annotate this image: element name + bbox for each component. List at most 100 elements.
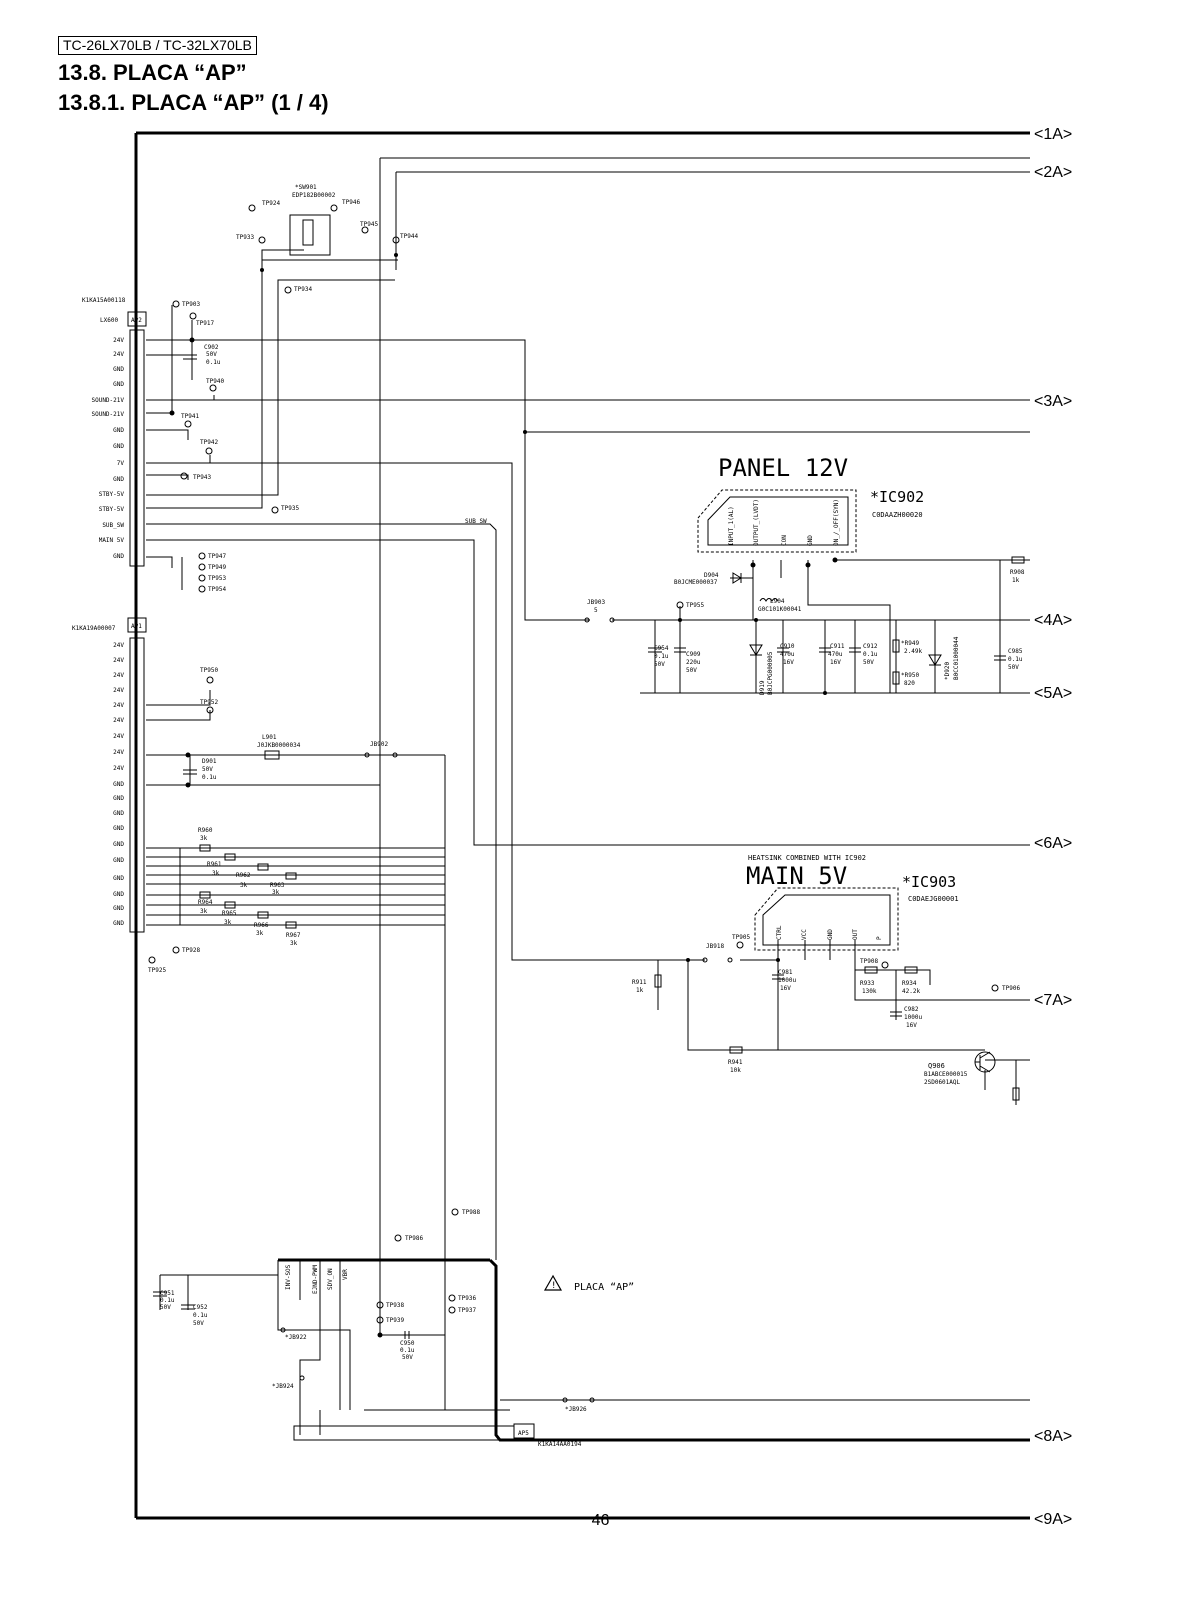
sw901-body — [289, 214, 331, 256]
svg-text:7V: 7V — [117, 460, 125, 467]
r961-value: 3k — [212, 870, 220, 877]
ic903-title: MAIN 5V — [746, 862, 847, 890]
bus-8a-line — [488, 1258, 1030, 1442]
svg-text:VBR: VBR — [342, 1269, 349, 1280]
c982-voltage: 16V — [906, 1022, 917, 1029]
svg-text:GND: GND — [113, 905, 124, 912]
svg-text:GND: GND — [113, 841, 124, 848]
r941-value: 10k — [730, 1067, 741, 1074]
warning-icon: ! — [543, 1274, 563, 1291]
ic903-ref: *IC903 — [902, 873, 956, 891]
page-number: 46 — [591, 1512, 610, 1529]
r967-label: R967 — [286, 932, 301, 939]
ap1-part-number: K1KA19A00007 — [72, 625, 116, 632]
tp952-label: TP952 — [200, 699, 218, 706]
r966-value: 3k — [256, 930, 264, 937]
r934-label: R934 — [902, 980, 917, 987]
svg-text:OUTPUT_(LVDT): OUTPUT_(LVDT) — [753, 499, 760, 546]
d920-part: B0CC01000044 — [953, 636, 960, 680]
ap2-tag-box — [127, 311, 147, 327]
svg-text:VCC: VCC — [801, 929, 808, 940]
l904-label: L904 — [770, 598, 785, 605]
svg-text:STBY-5V: STBY-5V — [99, 506, 125, 513]
svg-text:SUB_SW: SUB_SW — [102, 522, 124, 529]
tp988-label: TP988 — [462, 1209, 480, 1216]
jb918-label: JB918 — [706, 943, 724, 950]
svg-text:GND: GND — [113, 443, 124, 450]
svg-text:SDV_ON: SDV_ON — [327, 1268, 334, 1290]
svg-text:STBY-5V: STBY-5V — [99, 491, 125, 498]
c910-label: C910 — [780, 643, 795, 650]
svg-text:GND: GND — [113, 381, 124, 388]
c950-value: 0.1u — [400, 1347, 415, 1354]
ap1-pin-labels: 24V 24V 24V 24V 24V 24V 24V 24V 24V GND … — [113, 642, 124, 927]
c981-value: 1000u — [778, 977, 796, 984]
svg-text:24V: 24V — [113, 733, 124, 740]
svg-text:GND: GND — [113, 825, 124, 832]
r950-label: *R950 — [901, 672, 919, 679]
svg-text:CTRL: CTRL — [776, 925, 783, 940]
c909-voltage: 50V — [686, 667, 697, 674]
ic902-pin-labels: INPUT_1(AL) OUTPUT_(LVDT) CON GND ON_/_O… — [728, 499, 840, 546]
svg-text:SOUND-21V: SOUND-21V — [91, 397, 124, 404]
c911-value: 470u — [828, 651, 843, 658]
jb922-label: *JB922 — [285, 1334, 307, 1341]
wire-6a — [146, 539, 1030, 846]
d904-part: B0JCME000037 — [674, 579, 718, 586]
r963-label: R963 — [270, 882, 285, 889]
c985-label: C985 — [1008, 648, 1023, 655]
svg-text:EJND-PWM: EJND-PWM — [312, 1265, 319, 1294]
jb926-label: *JB926 — [565, 1406, 587, 1413]
ap2-ref: LX600 — [100, 317, 118, 324]
section-subtitle: 13.8.1. PLACA “AP” (1 / 4) — [58, 90, 329, 115]
r960-label: R960 — [198, 827, 213, 834]
r964-value: 3k — [200, 908, 208, 915]
tp953-label: TP953 — [208, 575, 226, 582]
r934-value: 42.2k — [902, 988, 920, 995]
ic902-outline — [707, 496, 849, 546]
tp947-label: TP947 — [208, 553, 226, 560]
sw901-ref: *SW901 — [295, 184, 317, 191]
ic902-title: PANEL 12V — [718, 454, 848, 482]
svg-text:GND: GND — [113, 366, 124, 373]
svg-text:GND: GND — [113, 795, 124, 802]
svg-text:INV-SOS: INV-SOS — [285, 1264, 292, 1290]
svg-text:24V: 24V — [113, 702, 124, 709]
c902-value: 0.1u — [206, 359, 221, 366]
svg-text:GND: GND — [113, 781, 124, 788]
connector-9a: <9A> — [1034, 1511, 1072, 1528]
d919-label: D919 — [759, 680, 766, 695]
r960-value: 3k — [200, 835, 208, 842]
r966-label: R966 — [254, 922, 269, 929]
svg-text:24V: 24V — [113, 657, 124, 664]
d919-part: B0JCPG000005 — [767, 651, 774, 695]
c910-voltage: 16V — [783, 659, 794, 666]
r962-value: 3k — [240, 882, 248, 889]
c911-label: C911 — [830, 643, 845, 650]
c912-voltage: 50V — [863, 659, 874, 666]
tp937-label: TP937 — [458, 1307, 476, 1314]
q906-ref: Q906 — [928, 1062, 945, 1070]
q906-part1: B1ABCE000015 — [924, 1071, 968, 1078]
r908-label: R908 — [1010, 569, 1025, 576]
svg-text:24V: 24V — [113, 337, 124, 344]
q906-part2: 2SD0601AQL — [924, 1079, 961, 1086]
c981-label: C981 — [778, 969, 793, 976]
tp905-label: TP905 — [732, 934, 750, 941]
connector-6a: <6A> — [1034, 835, 1072, 852]
jb902-label: JB902 — [370, 741, 388, 748]
connector-3a: <3A> — [1034, 393, 1072, 410]
d901-label: D901 — [202, 758, 217, 765]
svg-text:CON: CON — [781, 535, 788, 546]
c912-value: 0.1u — [863, 651, 878, 658]
d901-voltage: 50V — [202, 766, 213, 773]
r911-value: 1k — [636, 987, 644, 994]
tp935-label: TP935 — [281, 505, 299, 512]
tp928-label: TP928 — [182, 947, 200, 954]
r962-label: R962 — [236, 872, 251, 879]
l901-part: J0JKB0000034 — [257, 742, 301, 749]
jb903-label: JB903 — [587, 599, 605, 606]
c951-voltage: 50V — [160, 1304, 171, 1311]
connector-7a: <7A> — [1034, 992, 1072, 1009]
